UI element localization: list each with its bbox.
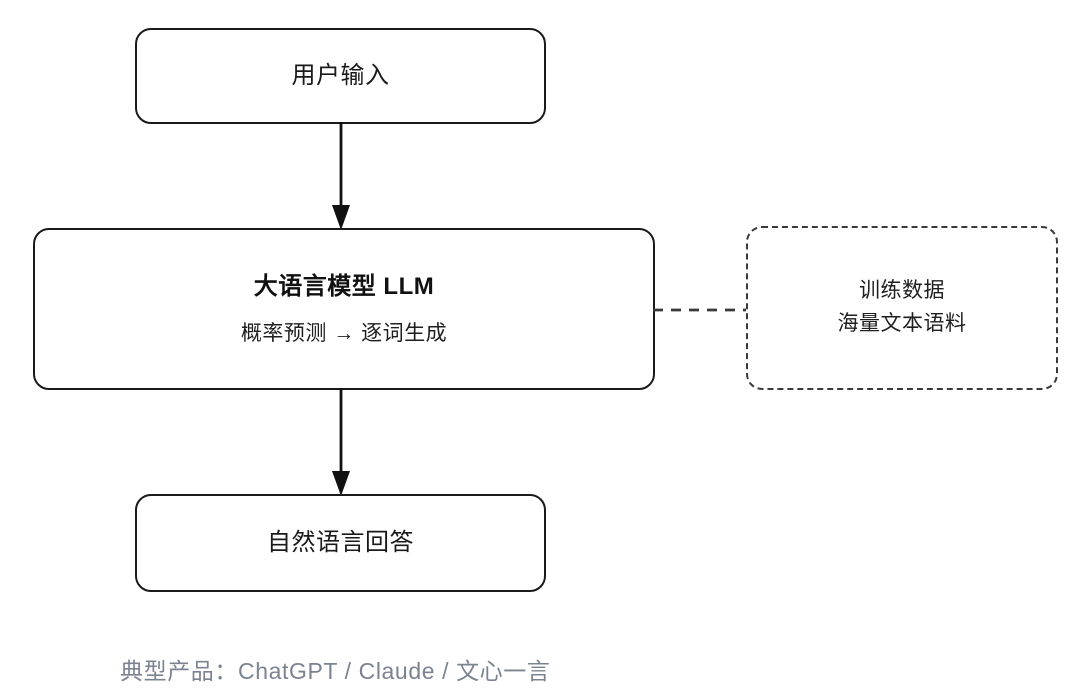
- node-training-data-line2: 海量文本语料: [837, 312, 967, 335]
- link-llm-to-training: [653, 308, 749, 312]
- caption-typical-products: 典型产品：ChatGPT / Claude / 文心一言: [120, 658, 551, 684]
- node-user-input-label: 用户输入: [291, 61, 390, 89]
- arrow-llm-to-answer: [332, 388, 350, 496]
- arrow-input-to-llm: [332, 122, 350, 230]
- node-answer[interactable]: 自然语言回答: [135, 494, 546, 592]
- node-llm[interactable]: 大语言模型 LLM 概率预测 → 逐词生成: [33, 228, 655, 390]
- node-training-data-line1: 训练数据: [859, 279, 945, 303]
- node-llm-title: 大语言模型 LLM: [253, 272, 435, 300]
- node-user-input[interactable]: 用户输入: [135, 28, 546, 124]
- node-answer-label: 自然语言回答: [267, 528, 414, 556]
- node-training-data[interactable]: 训练数据 海量文本语料: [746, 226, 1058, 390]
- node-llm-subtitle: 概率预测 → 逐词生成: [240, 321, 448, 345]
